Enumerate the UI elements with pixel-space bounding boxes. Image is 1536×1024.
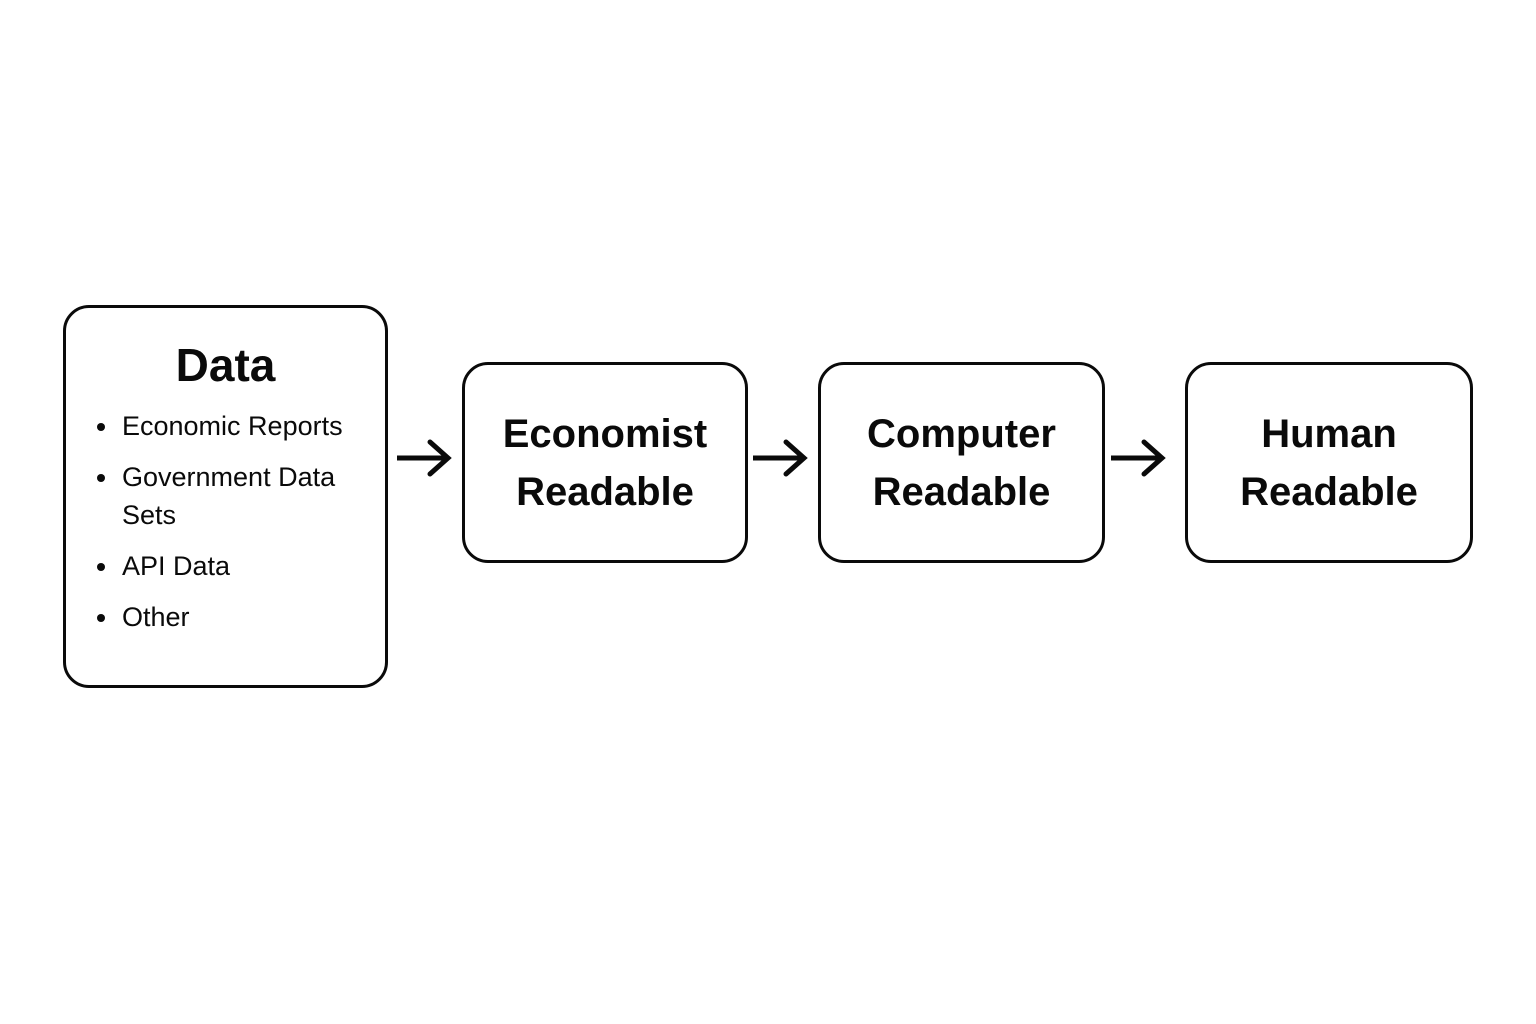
bullet-other: Other [120, 598, 369, 636]
bullet-government-data-sets: Government Data Sets [120, 458, 369, 534]
node-computer-readable-label: Computer Readable [867, 411, 1056, 514]
bullet-api-data: API Data [120, 547, 369, 585]
arrow-computer-to-human-icon [1111, 439, 1166, 477]
node-human-readable-label: Human Readable [1240, 411, 1418, 514]
node-economist-readable: Economist Readable [462, 362, 748, 563]
node-data-title: Data [175, 339, 276, 391]
node-data: Data Economic Reports Government Data Se… [63, 305, 388, 688]
node-economist-readable-label: Economist Readable [502, 411, 708, 514]
arrow-data-to-economist-icon [397, 439, 452, 477]
node-computer-readable: Computer Readable [818, 362, 1105, 563]
arrow-economist-to-computer-icon [753, 439, 808, 477]
data-bullet-list: Economic Reports Government Data Sets AP… [76, 407, 375, 636]
bullet-economic-reports: Economic Reports [120, 407, 369, 445]
node-human-readable: Human Readable [1185, 362, 1473, 563]
